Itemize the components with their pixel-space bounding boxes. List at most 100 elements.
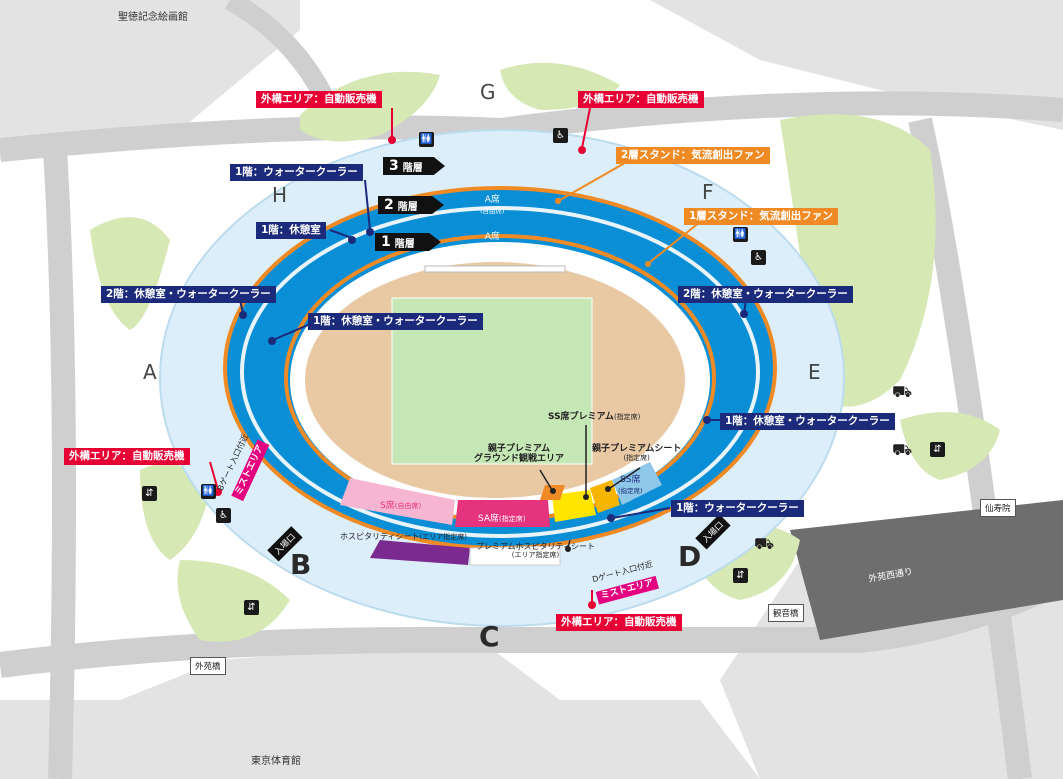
rest-dot-1fw (268, 337, 276, 345)
rest-dot (348, 236, 356, 244)
museum-block (0, 0, 300, 160)
gaien-nishi-road (790, 500, 1063, 640)
ann-premium-hosp: プレミアムホスピタリティシート (エリア指定席) (476, 542, 595, 559)
cooler-dot-s (607, 514, 615, 522)
label-rest-1f[interactable]: 1階：休憩室 (256, 222, 326, 239)
seat-sa-name: SA席 (478, 514, 500, 524)
floor-3-num: 3 (389, 158, 399, 174)
elevator-icon[interactable]: ⇵ (244, 600, 259, 615)
gate-c[interactable]: C (479, 620, 500, 653)
gate-d[interactable]: D (678, 540, 702, 573)
label-rest-cooler-2f-e[interactable]: 2階：休憩室・ウォータークーラー (678, 286, 853, 303)
gate-b[interactable]: B (290, 548, 312, 581)
ann-family-seat-sub: (指定席) (623, 454, 650, 463)
premium-hosp-block (469, 545, 561, 566)
seat-a-lower-sub: (自由席) (480, 244, 505, 252)
hosp-dot (565, 546, 571, 552)
ann-hospitality: ホスピタリティシート(エリア指定席) (340, 532, 467, 541)
ann-ss-premium: SS席プレミアム(指定席) (548, 412, 640, 422)
label-vending-w[interactable]: 外構エリア：自動販売機 (64, 448, 190, 465)
seat-ss-sub: (指定席) (618, 487, 643, 495)
elevator-icon[interactable]: ⇵ (930, 442, 945, 457)
seat-ss: SS席 (指定席) (618, 472, 643, 495)
label-fan-2f[interactable]: 2層スタンド：気流創出ファン (616, 147, 770, 164)
wheelchair-icon[interactable]: ♿ (751, 250, 766, 265)
road-west (43, 149, 76, 779)
s-seat-block (340, 478, 455, 525)
label-vending-ne[interactable]: 外構エリア：自動販売機 (578, 91, 704, 108)
fan-dot-1f (645, 261, 651, 267)
label-vending-nw[interactable]: 外構エリア：自動販売機 (256, 91, 382, 108)
seat-a-lower-name: A席 (484, 232, 500, 242)
seat-sa: SA席(指定席) (478, 511, 526, 524)
floor-2-marker: 2 階層 (378, 196, 444, 214)
ss-dot (583, 494, 589, 500)
restroom-icon[interactable]: 🚻 (201, 484, 216, 499)
ann-hospitality-sub: (エリア指定席) (419, 533, 467, 541)
label-rest-cooler-1f-e[interactable]: 1階：休憩室・ウォータークーラー (720, 413, 895, 430)
truck-icon: ⛟ (892, 440, 913, 459)
floor-1-marker: 1 階層 (375, 233, 441, 251)
ann-ss-premium-title: SS席プレミアム (548, 412, 614, 422)
seat-sa-sub: (指定席) (499, 515, 526, 523)
gate-f[interactable]: F (702, 180, 714, 204)
restroom-icon[interactable]: 🚻 (419, 132, 434, 147)
family-block (590, 480, 620, 513)
green-sw (140, 463, 210, 560)
label-rest-cooler-1f-w[interactable]: 1階：休憩室・ウォータークーラー (308, 313, 483, 330)
seat-a-upper-sub: (自由席) (480, 207, 505, 215)
ann-family-ground-line1: 親子プレミアム (487, 444, 551, 454)
place-kannon-bridge: 観音橋 (768, 604, 804, 622)
label-fan-1f[interactable]: 1層スタンド：気流創出ファン (684, 208, 838, 225)
floor-1-num: 1 (381, 234, 391, 250)
ann-ss-premium-sub: (指定席) (613, 413, 641, 421)
floor-2-num: 2 (384, 197, 394, 213)
restroom-icon[interactable]: 🚻 (733, 227, 748, 242)
elevator-icon[interactable]: ⇵ (733, 568, 748, 583)
rest-dot-1fe (703, 416, 711, 424)
vending-dot-nw (388, 136, 396, 144)
fan-dot-2f (555, 198, 561, 204)
family-seat-dot (605, 486, 611, 492)
ss-seat-block (612, 462, 662, 505)
ann-premium-hosp-sub: (エリア指定席) (511, 551, 560, 560)
gate-h[interactable]: H (272, 183, 288, 207)
label-rest-cooler-2f-w[interactable]: 2階：休憩室・ウォータークーラー (101, 286, 276, 303)
stand-gap (240, 206, 760, 538)
wheelchair-icon[interactable]: ♿ (553, 128, 568, 143)
place-senjuin: 仙寿院 (980, 499, 1016, 517)
ann-family-seat-title: 親子プレミアムシート (592, 444, 682, 454)
floor-1-label: 階層 (394, 238, 415, 250)
wheelchair-icon[interactable]: ♿ (216, 508, 231, 523)
truck-icon: ⛟ (892, 382, 913, 401)
rest-dot-2fe (740, 310, 748, 318)
seat-a-lower: A席 (自由席) (480, 229, 505, 252)
family-ground-dot (550, 488, 556, 494)
ann-premium-hosp-title: プレミアムホスピタリティシート (476, 542, 595, 551)
green-e (900, 412, 1000, 480)
place-gaien-bridge: 外苑橋 (190, 657, 226, 675)
gate-g[interactable]: G (480, 80, 496, 104)
gate-e[interactable]: E (808, 360, 821, 384)
ann-family-ground-line2: グラウンド観戦エリア (474, 454, 565, 465)
label-cooler-1f-h[interactable]: 1階：ウォータークーラー (230, 164, 363, 181)
gate-a[interactable]: A (143, 360, 157, 384)
sa-seat-block (455, 500, 550, 527)
truck-icon: ⛟ (754, 534, 775, 553)
vending-dot-w (214, 488, 222, 496)
elevator-icon[interactable]: ⇵ (142, 486, 157, 501)
seat-s-sub: (自由席) (394, 502, 422, 510)
screen (424, 265, 566, 273)
seat-ss-name: SS席 (620, 475, 641, 485)
floor-3-marker: 3 階層 (383, 157, 445, 175)
label-cooler-1f-s[interactable]: 1階：ウォータークーラー (671, 500, 804, 517)
seat-a-upper-name: A席 (484, 195, 500, 205)
green-s (177, 560, 290, 642)
seat-s-name: S席 (380, 501, 395, 511)
ann-hospitality-title: ホスピタリティシート (340, 532, 420, 541)
label-vending-s[interactable]: 外構エリア：自動販売機 (556, 614, 682, 631)
floor-3-label: 階層 (402, 162, 423, 174)
floor-2-label: 階層 (397, 201, 418, 213)
ann-family-ground: 親子プレミアム グラウンド観戦エリア (474, 444, 564, 465)
